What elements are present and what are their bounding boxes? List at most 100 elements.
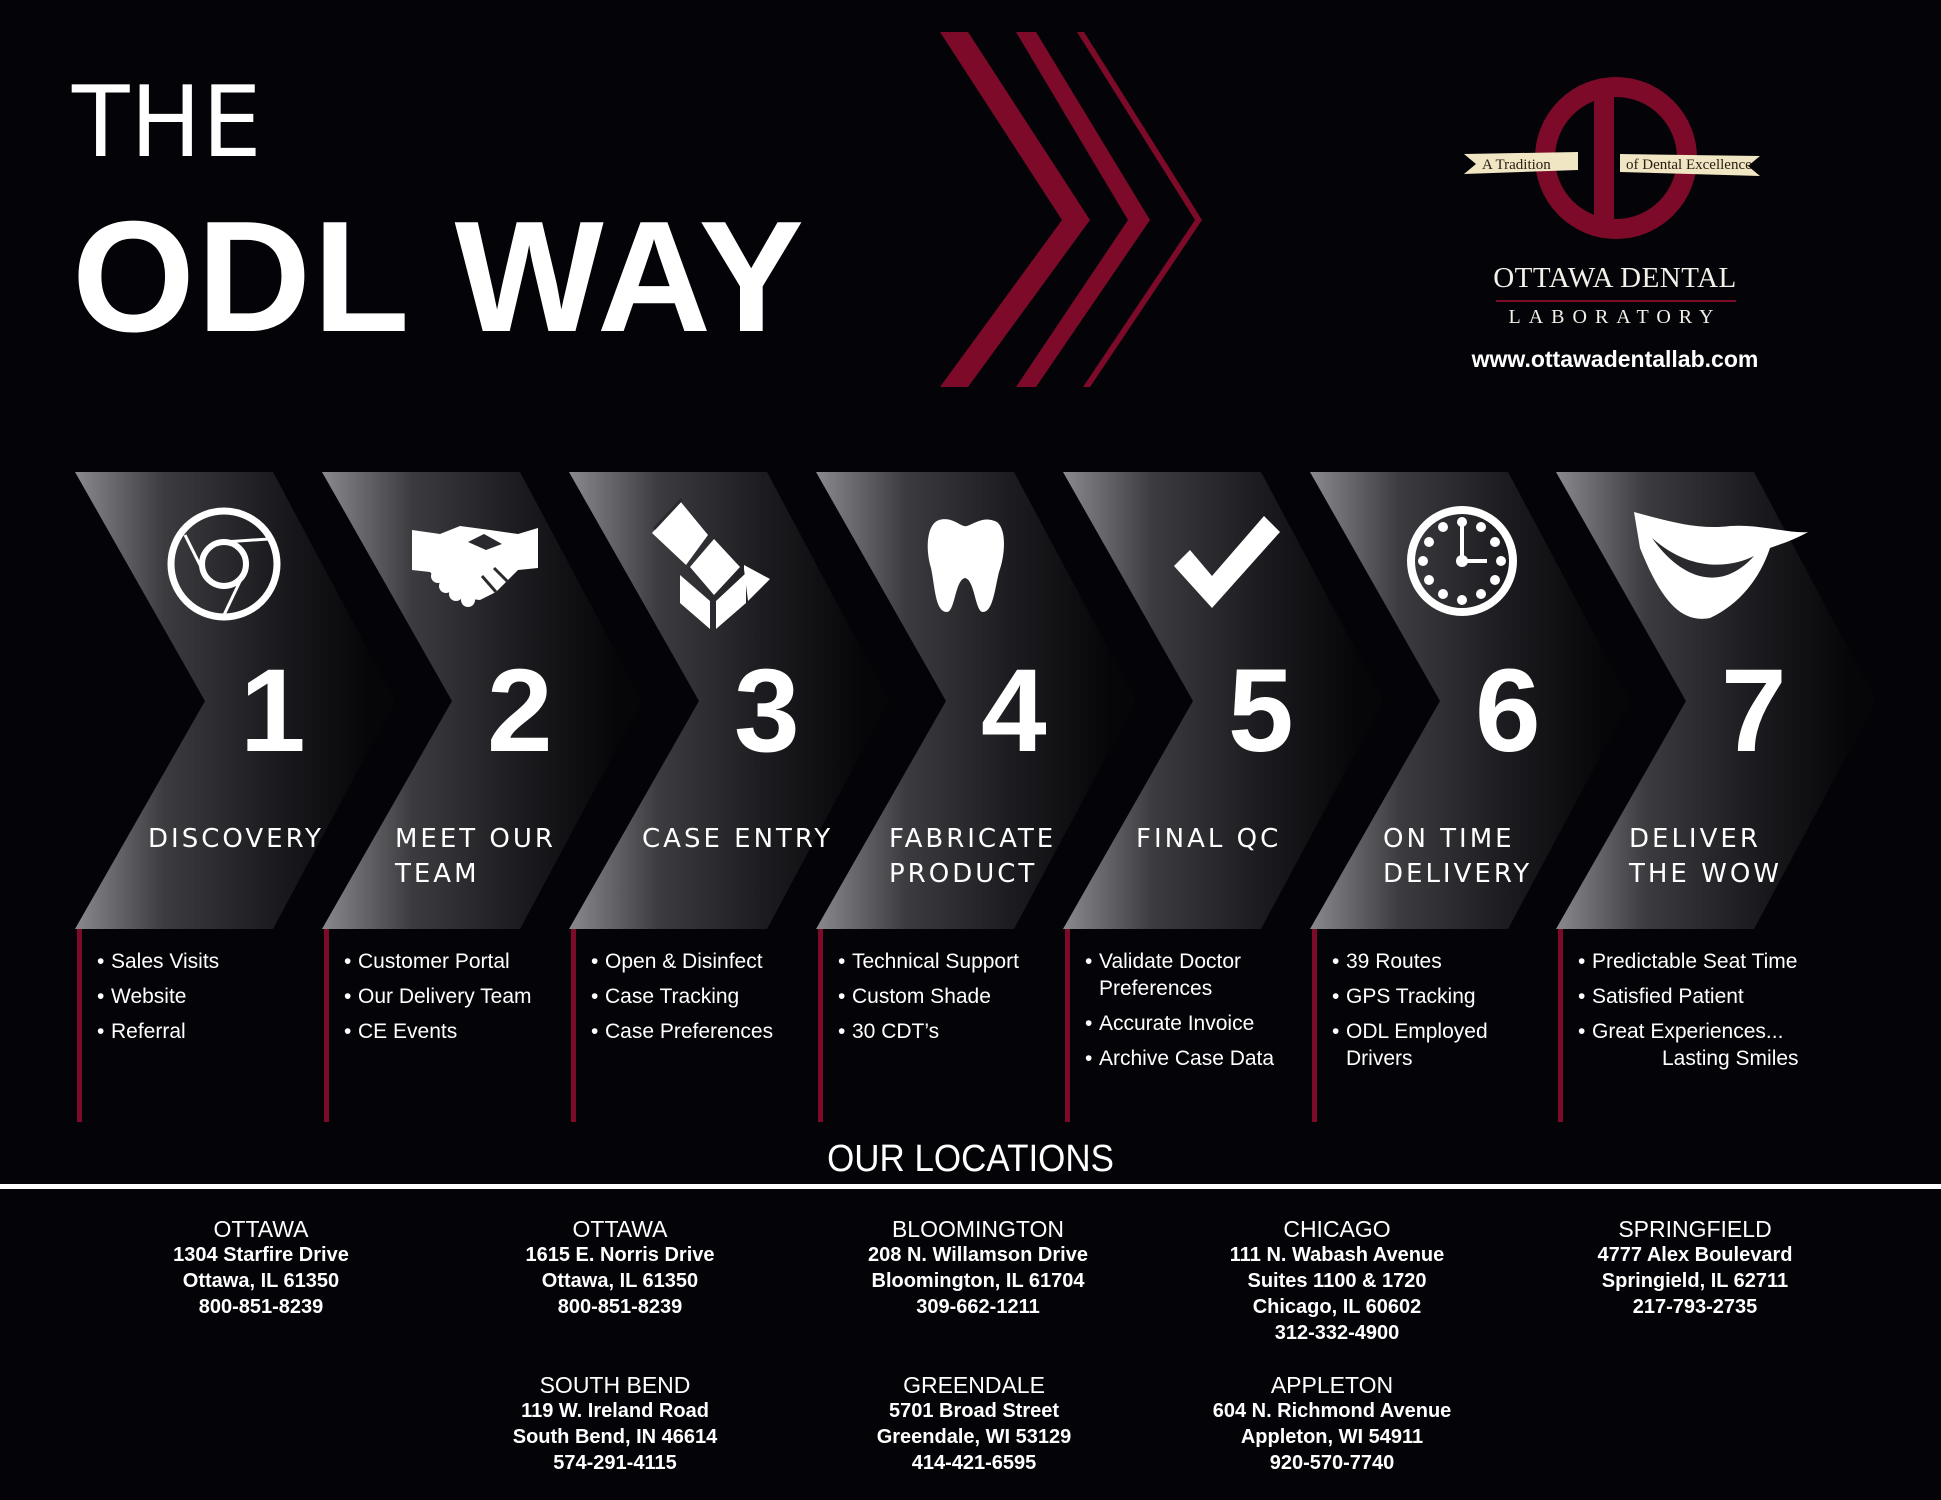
locations-title: OUR LOCATIONS — [827, 1138, 1114, 1180]
title-odl-way: ODL WAY — [72, 189, 806, 365]
location-phone[interactable]: 920-570-7740 — [1269, 1452, 1395, 1474]
bullet-dot: • — [97, 1020, 105, 1043]
bullet-dot: • — [838, 985, 846, 1008]
step-label: DISCOVERY — [148, 822, 324, 857]
step-label-line1: FINAL QC — [1136, 824, 1282, 854]
bullet-item: •30 CDT’s — [838, 1018, 1019, 1045]
svg-text:of Dental Excellence: of Dental Excellence — [1626, 157, 1752, 173]
bullet-text: Open & Disinfect — [605, 950, 763, 973]
column-divider — [77, 929, 82, 1122]
bullet-item: • Open & Disinfect — [591, 948, 773, 975]
step-number: 5 — [1228, 645, 1294, 777]
location-address-line: 4777 Alex Boulevard — [1597, 1244, 1793, 1266]
step-bullets: •Technical Support•Custom Shade•30 CDT’s — [838, 948, 1019, 1053]
step-bullets: •Customer Portal•Our Delivery Team•CE Ev… — [344, 948, 532, 1053]
bullet-item: •Sales Visits — [97, 948, 219, 975]
bullet-text: Custom Shade — [852, 985, 991, 1008]
location-phone[interactable]: 312-332-4900 — [1274, 1322, 1400, 1344]
bullet-item: •Great Experiences...Lasting Smiles — [1578, 1018, 1799, 1072]
bullet-item: • Case Tracking — [591, 983, 773, 1010]
brand-website-link[interactable]: www.ottawadentallab.com — [1471, 346, 1759, 372]
step-bullets: • Open & Disinfect • Case Tracking •Case Pre… — [591, 948, 773, 1053]
bullet-dot: • — [344, 985, 352, 1008]
step-label: CASE ENTRY — [642, 822, 833, 857]
column-divider — [1065, 929, 1070, 1122]
brand-subname: LABORATORY — [1508, 306, 1722, 328]
location-address-line: 111 N. Wabash Avenue — [1229, 1244, 1445, 1266]
location-phone[interactable]: 414-421-6595 — [911, 1452, 1037, 1474]
bullet-item: •GPS Tracking — [1332, 983, 1488, 1010]
location-city: SPRINGFIELD — [1618, 1216, 1772, 1242]
chevron-shape — [1310, 472, 1630, 929]
location-city: CHICAGO — [1283, 1216, 1391, 1242]
bullet-dot: • — [97, 985, 105, 1008]
chevron-shape — [1063, 472, 1383, 929]
bullet-dot: • — [591, 985, 599, 1008]
column-divider — [571, 929, 576, 1122]
bullet-text: Sales Visits — [111, 950, 220, 973]
bullet-dot: • — [344, 950, 352, 973]
bullet-text: Satisfied Patient — [1592, 985, 1744, 1008]
bullet-dot: • — [838, 950, 846, 973]
chevron-shape — [569, 472, 889, 929]
open-box-icon — [650, 495, 775, 635]
bullet-text: Referral — [111, 1020, 186, 1043]
bullet-text-cont: Lasting Smiles — [1662, 1047, 1799, 1070]
bullet-item: •Archive Case Data — [1085, 1045, 1274, 1072]
location-phone[interactable]: 217-793-2735 — [1632, 1296, 1758, 1318]
step-label-line2: THE WOW — [1629, 859, 1783, 889]
title-the: THE — [72, 66, 263, 180]
brand-divider — [1496, 300, 1736, 302]
checkmark-icon — [1172, 514, 1282, 614]
column-divider — [818, 929, 823, 1122]
location-address-line: Chicago, IL 60602 — [1252, 1296, 1422, 1318]
location-city: OTTAWA — [213, 1216, 309, 1242]
location-address-line: 208 N. Willamson Drive — [868, 1244, 1088, 1266]
column-divider — [1558, 929, 1563, 1122]
bullet-text-cont: Drivers — [1346, 1047, 1413, 1070]
step-label-line1: FABRICATE — [889, 824, 1057, 854]
bullet-dot: • — [1085, 1012, 1093, 1035]
column-divider — [324, 929, 329, 1122]
bullet-item: • Satisfied Patient — [1578, 983, 1799, 1010]
bullet-dot: • — [1085, 1047, 1093, 1070]
step-number: 1 — [240, 645, 306, 777]
step-label: FABRICATE PRODUCT — [889, 822, 1056, 892]
bullet-dot: • — [1578, 1020, 1586, 1043]
step-number: 3 — [734, 645, 800, 777]
bullet-item: •39 Routes — [1332, 948, 1488, 975]
bullet-text: Case Tracking — [605, 985, 740, 1008]
bullet-dot: • — [1578, 950, 1586, 973]
location-phone[interactable]: 309-662-1211 — [916, 1296, 1040, 1318]
location-phone[interactable]: 574-291-4115 — [553, 1452, 677, 1474]
location-phone[interactable]: 800-851-8239 — [557, 1296, 683, 1318]
bullet-dot: • — [1332, 950, 1340, 973]
locations-divider — [0, 1184, 1941, 1189]
location-phone[interactable]: 800-851-8239 — [198, 1296, 324, 1318]
clock-icon — [1405, 504, 1520, 624]
bullet-item: •Case Preferences — [591, 1018, 773, 1045]
bullet-text: Validate Doctor — [1099, 950, 1242, 973]
bullet-text: Our Delivery Team — [358, 985, 532, 1008]
chevron-shape — [1556, 472, 1876, 929]
step-label-line2: PRODUCT — [889, 859, 1038, 889]
location-address-line: 119 W. Ireland Road — [521, 1400, 709, 1422]
location-address-line: 604 N. Richmond Avenue — [1212, 1400, 1452, 1422]
bullet-dot: • — [1578, 985, 1586, 1008]
step-label: FINAL QC — [1136, 822, 1281, 857]
step-number: 2 — [487, 645, 553, 777]
bullet-text: Website — [111, 985, 187, 1008]
location-address-line: 5701 Broad Street — [888, 1400, 1060, 1422]
bullet-item: •Accurate Invoice — [1085, 1010, 1274, 1037]
bullet-dot: • — [591, 950, 599, 973]
location-address-line: 1615 E. Norris Drive — [525, 1244, 715, 1266]
bullet-text: Customer Portal — [358, 950, 510, 973]
